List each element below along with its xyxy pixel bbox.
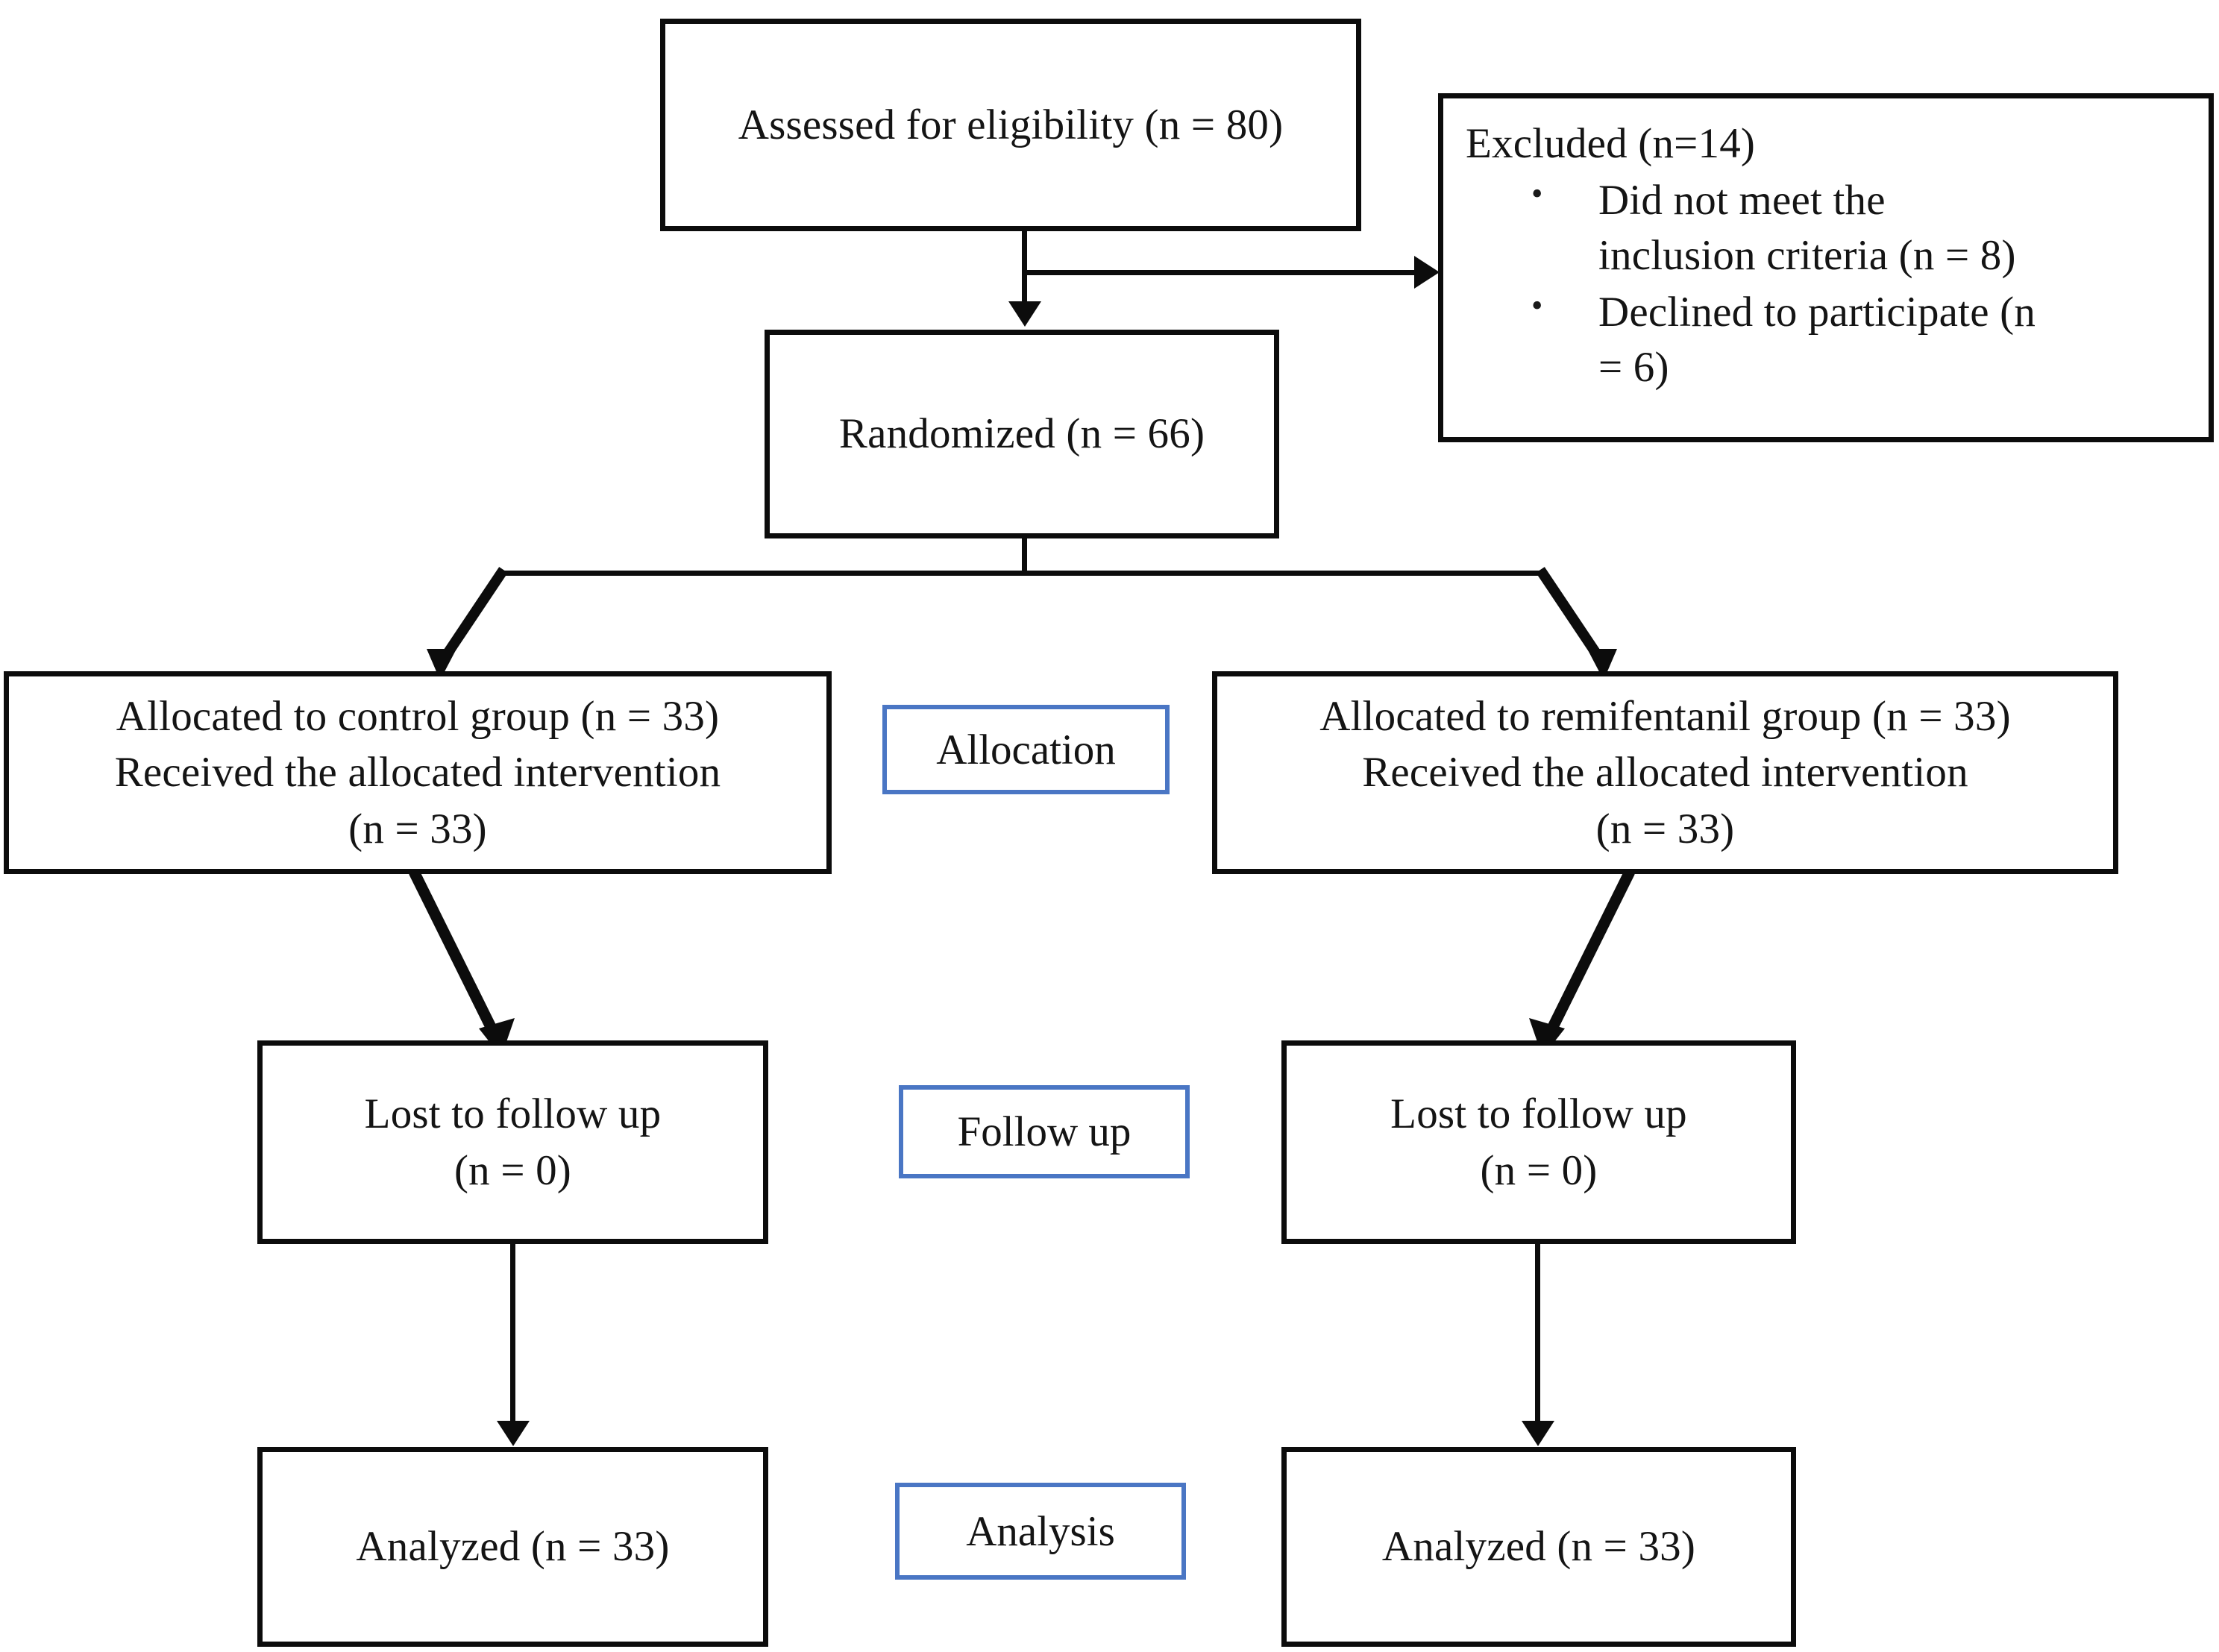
node-allocated-control: Allocated to control group (n = 33) Rece… bbox=[4, 671, 832, 874]
stage-label-follow-up: Follow up bbox=[899, 1085, 1190, 1178]
assessed-line-1: Assessed for eligibility (n = 80) bbox=[738, 101, 1284, 148]
stage-label-allocation-text: Allocation bbox=[936, 726, 1116, 773]
stage-label-follow-up-text: Follow up bbox=[957, 1108, 1132, 1155]
allocated-control-line-3: (n = 33) bbox=[348, 805, 487, 852]
lost-followup-remifentanil-line-2: (n = 0) bbox=[1480, 1146, 1598, 1194]
connector-randomized-split-bar bbox=[502, 571, 1542, 576]
node-assessed-for-eligibility: Assessed for eligibility (n = 80) bbox=[660, 19, 1361, 231]
excluded-reason-2-line-1: Declined to participate (n bbox=[1598, 288, 2036, 336]
allocated-control-line-1: Allocated to control group (n = 33) bbox=[116, 693, 720, 741]
allocated-remifentanil-line-3: (n = 33) bbox=[1595, 805, 1735, 852]
arrowhead-to-excluded-icon bbox=[1414, 256, 1440, 289]
connector-randomized-vertical bbox=[1022, 538, 1027, 576]
connector-assessed-vertical bbox=[1022, 231, 1027, 319]
excluded-reason-1-line-1: Did not meet the bbox=[1598, 176, 1886, 224]
node-analyzed-remifentanil: Analyzed (n = 33) bbox=[1281, 1447, 1796, 1647]
arrowhead-to-analyzed-control-icon bbox=[497, 1421, 530, 1446]
excluded-title: Excluded (n=14) bbox=[1466, 120, 1756, 167]
node-lost-to-followup-remifentanil: Lost to follow up (n = 0) bbox=[1281, 1040, 1796, 1244]
excluded-reason-list: • Did not meet the inclusion criteria (n… bbox=[1466, 173, 2189, 395]
connector-assessed-to-excluded-horizontal bbox=[1022, 270, 1417, 275]
bullet-glyph-icon: • bbox=[1531, 286, 1543, 324]
connector-split-to-allocation-left bbox=[427, 567, 508, 680]
node-allocated-remifentanil: Allocated to remifentanil group (n = 33)… bbox=[1212, 671, 2118, 874]
arrowhead-to-analyzed-remifentanil-icon bbox=[1522, 1421, 1554, 1446]
connector-allocation-to-followup-right bbox=[1529, 869, 1635, 1057]
allocated-remifentanil-line-1: Allocated to remifentanil group (n = 33) bbox=[1319, 693, 2011, 741]
excluded-reason-1-line-2: inclusion criteria (n = 8) bbox=[1598, 231, 2016, 279]
node-randomized: Randomized (n = 66) bbox=[765, 330, 1279, 538]
lost-followup-control-line-1: Lost to follow up bbox=[364, 1090, 662, 1138]
arrowhead-to-randomized-icon bbox=[1008, 301, 1041, 327]
node-lost-to-followup-control: Lost to follow up (n = 0) bbox=[257, 1040, 768, 1244]
connector-followup-to-analysis-right bbox=[1535, 1244, 1540, 1427]
allocated-remifentanil-line-2: Received the allocated intervention bbox=[1362, 749, 1968, 797]
excluded-reason-item: • Did not meet the inclusion criteria (n… bbox=[1466, 173, 2189, 283]
connector-allocation-to-followup-left bbox=[409, 869, 515, 1057]
analyzed-remifentanil-line-1: Analyzed (n = 33) bbox=[1381, 1523, 1696, 1571]
connector-followup-to-analysis-left bbox=[510, 1244, 515, 1427]
lost-followup-remifentanil-line-1: Lost to follow up bbox=[1390, 1090, 1687, 1138]
connector-split-to-allocation-right bbox=[1536, 567, 1617, 680]
node-analyzed-control: Analyzed (n = 33) bbox=[257, 1447, 768, 1647]
stage-label-analysis: Analysis bbox=[895, 1483, 1186, 1580]
stage-label-allocation: Allocation bbox=[882, 705, 1170, 794]
stage-label-analysis-text: Analysis bbox=[966, 1507, 1115, 1555]
node-excluded: Excluded (n=14) • Did not meet the inclu… bbox=[1438, 93, 2214, 442]
excluded-reason-item: • Declined to participate (n = 6) bbox=[1466, 285, 2189, 395]
randomized-line-1: Randomized (n = 66) bbox=[838, 410, 1205, 458]
excluded-reason-2-line-2: = 6) bbox=[1598, 343, 1669, 391]
bullet-glyph-icon: • bbox=[1531, 175, 1543, 212]
lost-followup-control-line-2: (n = 0) bbox=[453, 1146, 571, 1194]
analyzed-control-line-1: Analyzed (n = 33) bbox=[356, 1523, 670, 1571]
allocated-control-line-2: Received the allocated intervention bbox=[114, 749, 721, 797]
